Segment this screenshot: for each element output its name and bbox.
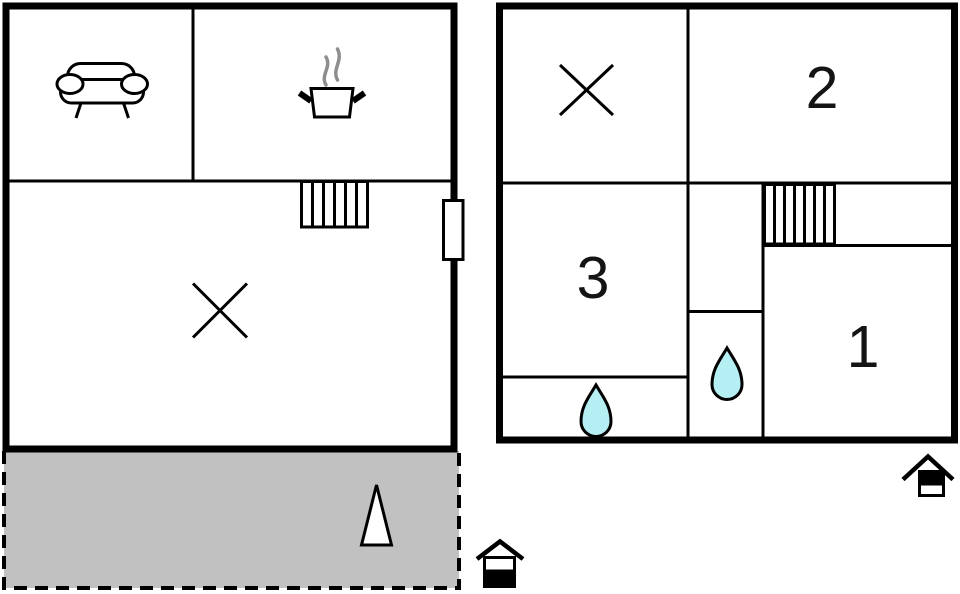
stairs-icon	[300, 180, 369, 229]
terrace-dashed-border	[2, 451, 461, 590]
terrace	[2, 451, 461, 590]
door-icon	[442, 199, 465, 261]
house-level-ground-icon	[475, 538, 525, 588]
room-3-label: 3	[577, 245, 610, 311]
room-1-label: 1	[847, 314, 880, 380]
water-drop-icon	[710, 345, 744, 401]
water-drop-icon	[579, 382, 613, 438]
upper-floor-plan: 2 3 1	[496, 2, 958, 497]
x-mark-icon	[558, 63, 615, 117]
tree-icon	[359, 484, 394, 547]
room-2-label: 2	[806, 55, 839, 121]
sofa-icon	[55, 62, 149, 119]
x-mark-icon	[191, 282, 249, 339]
steam-line	[334, 47, 341, 82]
terrace-area	[4, 451, 459, 588]
cooking-pot-icon	[297, 47, 367, 119]
ground-floor-plan	[2, 2, 525, 590]
house-level-upper-icon	[901, 453, 955, 497]
steam-line	[322, 55, 330, 87]
stairs-icon	[763, 183, 836, 246]
